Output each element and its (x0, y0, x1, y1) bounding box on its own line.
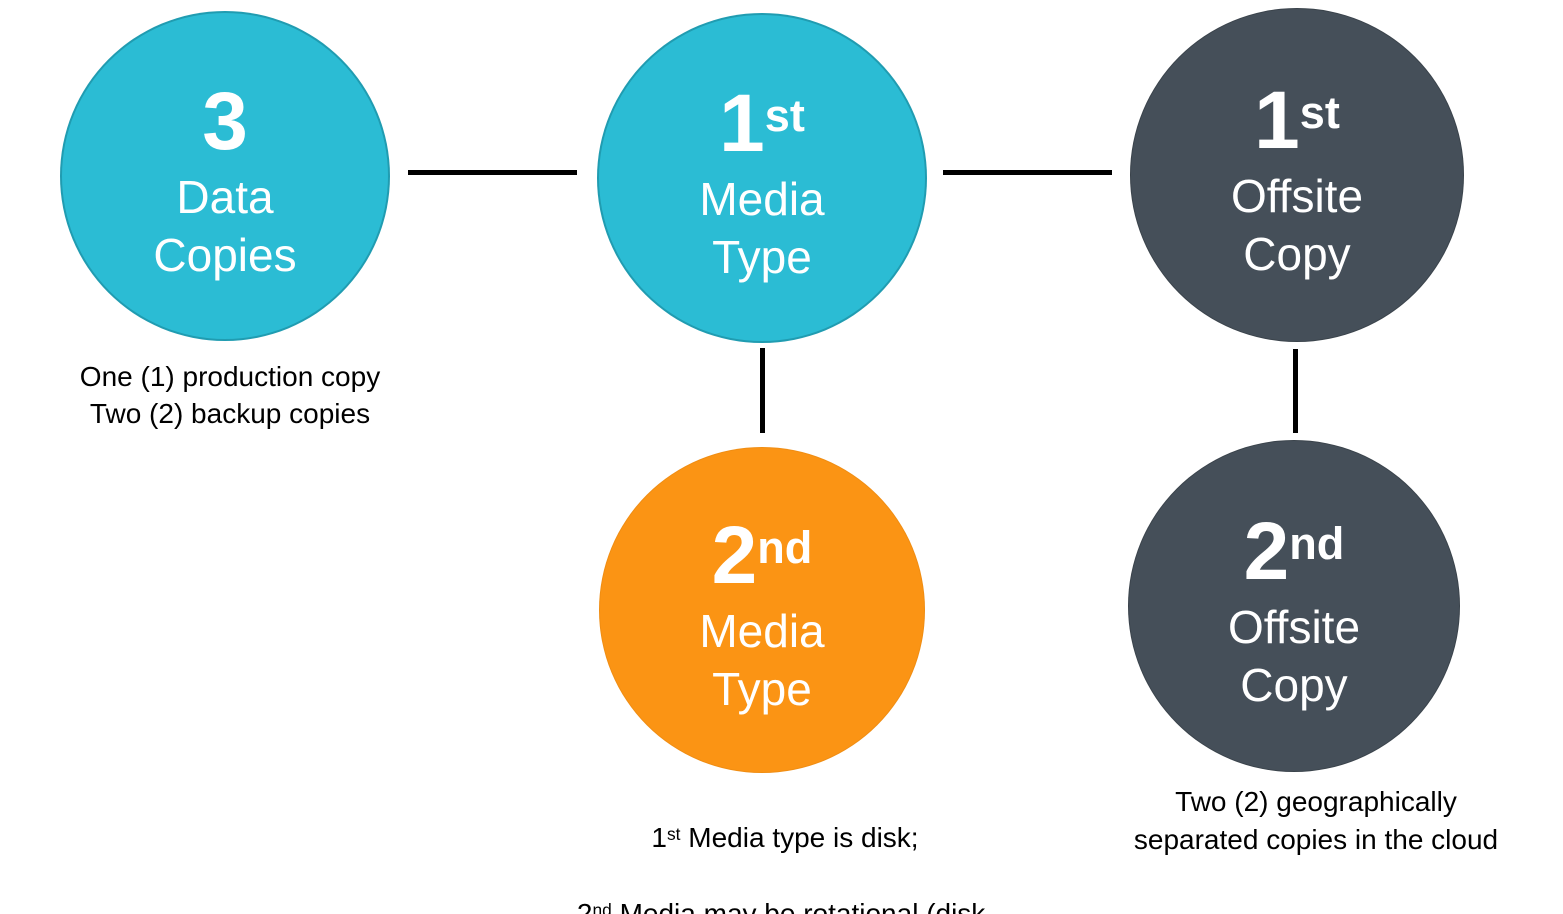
caption-line: 2nd Media may be rotational (disk, (577, 895, 993, 914)
ordinal-suffix: nd (757, 521, 813, 573)
node-data-copies: 3 Data Copies (60, 11, 390, 341)
ordinal-suffix: st (666, 824, 681, 845)
node-label: Offsite Copy (1230, 170, 1364, 280)
caption-media-type: 1st Media type is disk; 2nd Media may be… (577, 781, 993, 914)
connector-first-media-to-first-offsite (943, 170, 1112, 175)
node-label: Media Type (699, 173, 825, 283)
node-number: 2nd (711, 510, 813, 602)
connector-data-copies-to-first-media (408, 170, 577, 175)
node-number: 3 (202, 76, 248, 168)
node-second-offsite-copy: 2nd Offsite Copy (1128, 440, 1460, 772)
caption-offsite-copy: Two (2) geographically separated copies … (1133, 786, 1499, 855)
node-number: 1st (719, 78, 805, 170)
caption-data-copies: One (1) production copy Two (2) backup c… (79, 361, 381, 429)
ordinal-suffix: st (764, 89, 805, 141)
node-label: Data Copies (153, 171, 297, 281)
node-first-offsite-copy: 1st Offsite Copy (1130, 8, 1464, 342)
node-label: Media Type (699, 605, 825, 715)
caption-line: 1st Media type is disk; (651, 822, 919, 853)
ordinal-suffix: nd (592, 900, 612, 914)
ordinal-suffix: nd (1289, 517, 1345, 569)
node-number: 2nd (1243, 506, 1345, 598)
connector-first-offsite-to-second-offsite (1293, 349, 1298, 433)
ordinal-suffix: st (1299, 86, 1340, 138)
connector-first-media-to-second-media (760, 348, 765, 433)
node-label: Offsite Copy (1227, 601, 1361, 711)
node-first-media-type: 1st Media Type (597, 13, 927, 343)
node-number: 1st (1254, 75, 1340, 167)
node-second-media-type: 2nd Media Type (599, 447, 925, 773)
